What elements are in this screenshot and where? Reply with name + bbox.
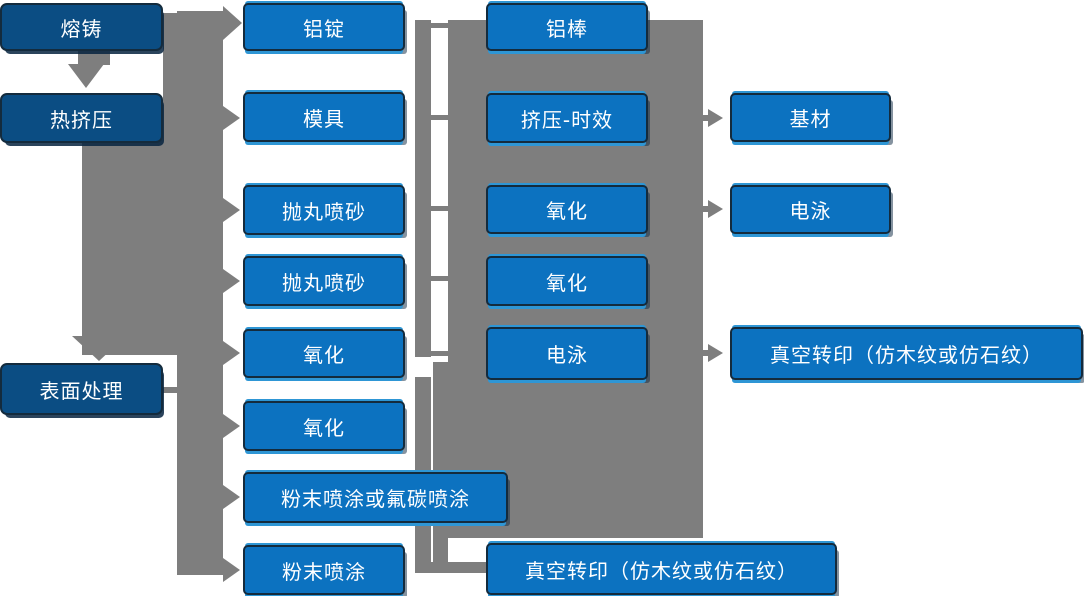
node-hot-extrusion: 热挤压 <box>0 93 163 143</box>
connector-mid-bar-upper <box>415 20 431 357</box>
node-mold-label: 模具 <box>303 106 345 131</box>
node-aluminum-rod-label: 铝棒 <box>546 16 588 41</box>
node-oxidation-d-label: 氧化 <box>546 270 588 295</box>
node-melting-label: 熔铸 <box>60 16 103 41</box>
connector-left-strip <box>163 33 177 100</box>
connector-to-vacuum-transfer-a <box>431 562 487 573</box>
node-powder-coating: 粉末喷涂 <box>243 545 405 595</box>
node-base-material: 基材 <box>730 93 891 142</box>
arrowhead-right-to-mold <box>223 106 240 130</box>
node-oxidation-b-label: 氧化 <box>303 415 345 440</box>
node-vacuum-transfer-b-label: 真空转印（仿木纹或仿石纹） <box>770 343 1043 367</box>
arrowhead-right-to-powder-coating <box>223 558 240 582</box>
arrowhead-right-to-powder-or-fluorocarbon <box>223 485 240 509</box>
node-vacuum-transfer-b: 真空转印（仿木纹或仿石纹） <box>730 327 1083 380</box>
arrowhead-right-to-shot-blast-2 <box>223 269 240 293</box>
connector-mid-bar-lower-2 <box>433 362 448 573</box>
connector-surface-treatment-link <box>163 387 178 393</box>
node-powder-or-fluorocarbon-label: 粉末喷涂或氟碳喷涂 <box>281 487 470 511</box>
arrowhead-right-to-aluminum-ingot <box>223 6 242 40</box>
arrowhead-down-to-hot-extrusion <box>68 64 104 88</box>
node-powder-coating-label: 粉末喷涂 <box>282 559 366 584</box>
arrowhead-down-to-surface-treatment <box>72 336 126 361</box>
connector-shaft-to-vacuum-transfer-b <box>703 350 709 356</box>
node-vacuum-transfer-a: 真空转印（仿木纹或仿石纹） <box>486 543 837 595</box>
arrowhead-right-to-oxidation-a <box>223 341 240 365</box>
arrowhead-right-to-vacuum-transfer-b <box>708 344 723 362</box>
arrowhead-right-to-oxidation-b <box>223 414 240 438</box>
node-electrophoresis-a: 电泳 <box>486 327 648 380</box>
node-surface-treatment: 表面处理 <box>0 363 163 415</box>
node-oxidation-a: 氧化 <box>243 329 405 378</box>
node-aluminum-rod: 铝棒 <box>486 3 648 51</box>
node-vacuum-transfer-a-label: 真空转印（仿木纹或仿石纹） <box>525 558 798 583</box>
node-oxidation-c: 氧化 <box>486 185 648 234</box>
node-powder-or-fluorocarbon: 粉末喷涂或氟碳喷涂 <box>243 472 508 523</box>
node-base-material-label: 基材 <box>789 107 832 131</box>
node-oxidation-a-label: 氧化 <box>303 343 345 367</box>
node-aluminum-ingot-label: 铝锭 <box>303 16 345 41</box>
node-oxidation-d: 氧化 <box>486 256 648 306</box>
node-extrusion-aging: 挤压-时效 <box>486 93 648 143</box>
node-electrophoresis-a-label: 电泳 <box>546 343 588 367</box>
node-shot-blast-2: 抛丸喷砂 <box>243 256 405 306</box>
connector-mid-tick-row5 <box>431 351 448 356</box>
node-electrophoresis-b-label: 电泳 <box>789 199 832 223</box>
node-electrophoresis-b: 电泳 <box>730 185 891 234</box>
node-melting: 熔铸 <box>0 3 163 51</box>
connector-shaft-to-electrophoresis-b <box>703 206 709 212</box>
node-aluminum-ingot: 铝锭 <box>243 3 405 51</box>
connector-shaft-to-base-material <box>703 115 709 121</box>
arrowhead-right-to-shot-blast-1 <box>223 198 240 222</box>
connector-mid-tick-row2 <box>431 115 448 120</box>
node-shot-blast-1-label: 抛丸喷砂 <box>282 199 366 224</box>
node-shot-blast-2-label: 抛丸喷砂 <box>282 270 366 295</box>
node-shot-blast-1: 抛丸喷砂 <box>243 185 405 235</box>
node-extrusion-aging-label: 挤压-时效 <box>520 107 614 132</box>
connector-mid-tick-row4 <box>431 276 448 281</box>
connector-mid-tick-row3 <box>431 206 448 211</box>
node-hot-extrusion-label: 热挤压 <box>50 107 113 132</box>
arrowhead-right-to-electrophoresis-b <box>708 200 723 218</box>
connector-mid-tick-row1 <box>431 23 448 28</box>
node-mold: 模具 <box>243 92 405 142</box>
node-oxidation-b: 氧化 <box>243 401 405 451</box>
node-surface-treatment-label: 表面处理 <box>39 378 124 403</box>
arrowhead-right-to-base-material <box>708 109 723 127</box>
node-oxidation-c-label: 氧化 <box>546 199 588 223</box>
